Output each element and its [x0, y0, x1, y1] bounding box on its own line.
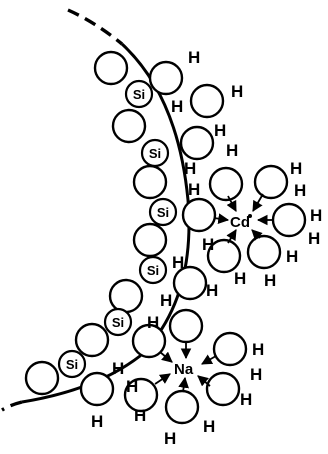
si-atom-6 — [57, 349, 87, 379]
surface-dashed-bottom — [1, 400, 23, 412]
hydroxyl-oxygen — [179, 125, 215, 161]
hydroxyl-oxygen — [79, 371, 115, 407]
coordination-arrow — [226, 229, 237, 244]
h-label: H — [188, 48, 200, 67]
h-label: H — [231, 82, 243, 101]
h-label: H — [294, 181, 306, 200]
cadmium-ion-label: Cd — [230, 214, 250, 231]
h-label: H — [250, 365, 262, 384]
oxygen-atom — [93, 50, 129, 86]
sodium-ion-label: Na — [174, 361, 194, 378]
hydroxyl-oxygen — [131, 323, 167, 359]
oxygen-atom — [132, 164, 168, 200]
silicon-atoms: Si Si Si Si Si Si — [57, 79, 178, 379]
water-oxygen — [206, 238, 242, 274]
surface-dashed-top — [67, 8, 124, 46]
h-label: H — [188, 180, 200, 199]
h-label: H — [264, 271, 276, 290]
coordination-arrow — [226, 195, 237, 212]
water-oxygen — [246, 234, 282, 270]
water-oxygen — [253, 164, 289, 200]
h-label: H — [164, 429, 176, 448]
si-label-1: Si — [133, 87, 145, 102]
h-label: H — [112, 359, 124, 378]
si-label-4: Si — [147, 263, 159, 278]
hydroxyl-oxygen — [172, 265, 208, 301]
coordination-arrow — [252, 193, 264, 212]
oxygen-atom — [108, 278, 144, 314]
h-label: H — [134, 406, 146, 425]
h-label: H — [226, 141, 238, 160]
si-label-5: Si — [112, 315, 124, 330]
water-oxygen — [205, 371, 241, 407]
si-atom-3 — [148, 197, 178, 227]
water-oxygen — [271, 202, 307, 238]
h-label: H — [234, 269, 246, 288]
si-atom-5 — [103, 307, 133, 337]
h-label: H — [214, 121, 226, 140]
cadmium-ion-group: Cd — [213, 193, 274, 244]
si-label-3: Si — [157, 205, 169, 220]
si-atom-2 — [140, 138, 170, 168]
water-oxygen — [208, 166, 244, 202]
water-oxygen — [123, 377, 159, 413]
coordination-arrow — [251, 229, 263, 241]
coordination-arrow — [154, 373, 171, 385]
h-label: H — [310, 206, 322, 225]
h-label: H — [286, 247, 298, 266]
water-oxygen — [212, 331, 248, 367]
water-oxygen — [164, 389, 200, 425]
h-label: H — [147, 313, 159, 332]
h-label: H — [160, 291, 172, 310]
sodium-ion-group: Na — [154, 342, 217, 393]
h-label: H — [172, 253, 184, 272]
h-label: H — [126, 377, 138, 396]
hydrogen-labels: H H H H H H H H H H H H H H H H H H H H … — [91, 48, 322, 448]
h-label: H — [308, 229, 320, 248]
hydroxyl-oxygen — [181, 197, 217, 233]
hydroxyl-oxygen — [148, 60, 184, 96]
oxygen-atom — [74, 322, 110, 358]
h-label: H — [240, 390, 252, 409]
substrate-atoms — [24, 50, 168, 396]
h-label: H — [91, 412, 103, 431]
h-label: H — [202, 235, 214, 254]
oxygen-atom — [132, 222, 168, 258]
coordination-arrow — [178, 376, 189, 393]
si-label-6: Si — [66, 357, 78, 372]
h-label: H — [184, 159, 196, 178]
h-label: H — [171, 97, 183, 116]
si-atom-4 — [138, 255, 168, 285]
h-label: H — [206, 281, 218, 300]
water-oxygen — [189, 83, 225, 119]
si-atom-1 — [124, 79, 154, 109]
outer-oxygen-atoms — [79, 60, 307, 425]
water-oxygen — [168, 308, 204, 344]
si-label-2: Si — [149, 146, 161, 161]
coordination-arrow — [197, 375, 211, 387]
h-label: H — [252, 340, 264, 359]
h-label: H — [203, 417, 215, 436]
oxygen-atom — [111, 108, 147, 144]
coordination-arrow — [213, 213, 230, 224]
ion-charge-dot — [248, 214, 252, 218]
h-label: H — [290, 159, 302, 178]
coordination-arrow — [159, 351, 173, 363]
coordination-arrow — [201, 354, 217, 365]
oxygen-atom — [24, 360, 60, 396]
